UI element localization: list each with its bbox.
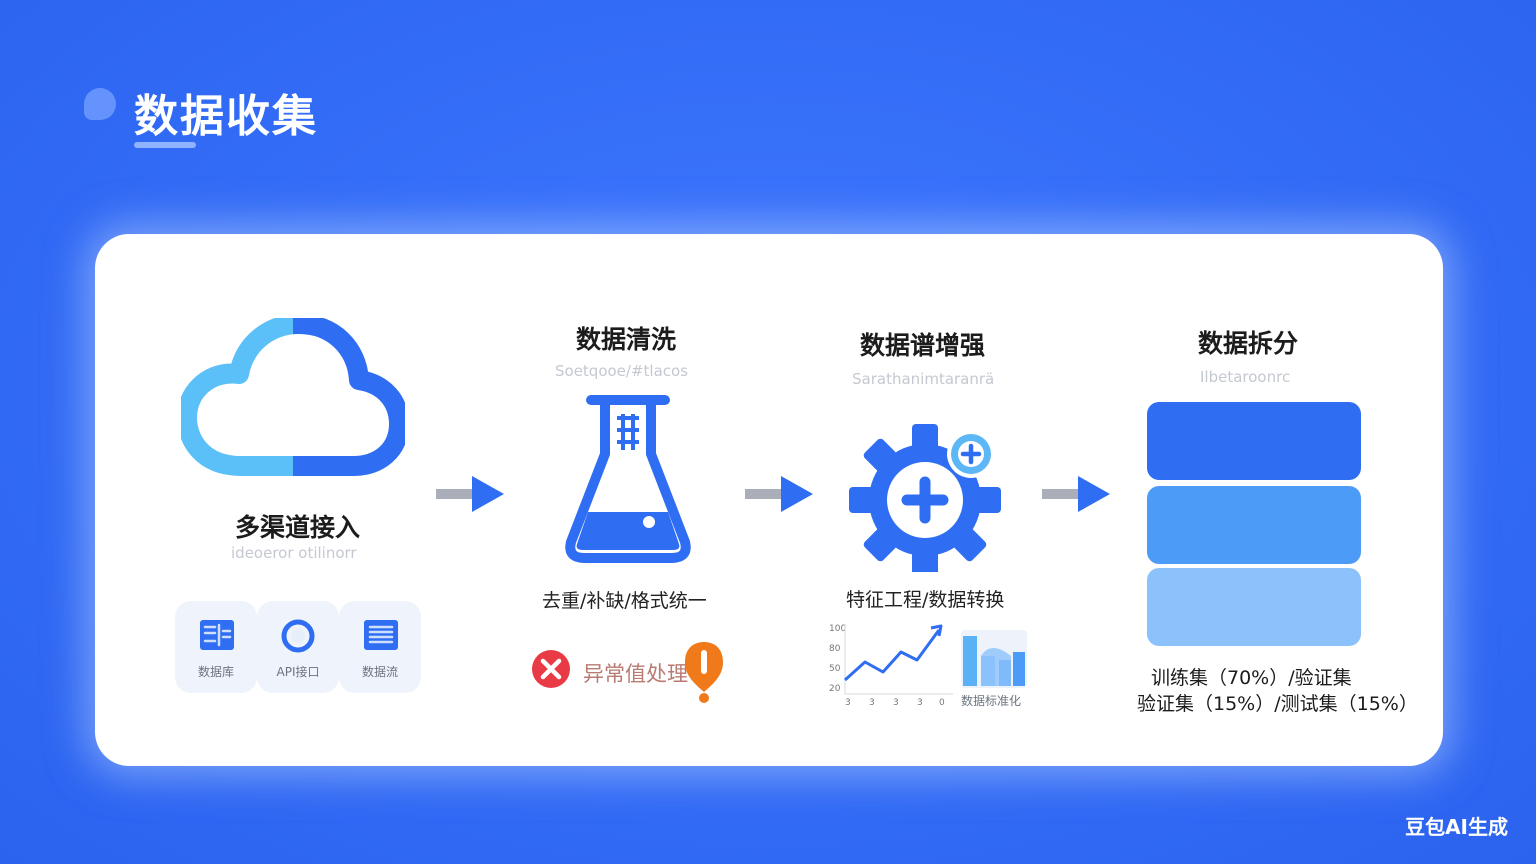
step-ingest-title: 多渠道接入 — [235, 513, 361, 542]
source-tile-database: 数据库 — [175, 601, 257, 693]
source-tile-label: 数据流 — [361, 665, 398, 679]
x-tick-label: 0 — [939, 698, 945, 708]
x-tick-label: 3 — [893, 698, 899, 708]
pipeline-card: 多渠道接入 ideoeror otilinorr 数据库 API接口 数据流 数… — [95, 234, 1443, 766]
watermark: 豆包AI生成 — [1405, 815, 1508, 839]
normalize-chart-icon — [961, 630, 1027, 688]
step-ingest-subtitle: ideoeror otilinorr — [231, 544, 357, 562]
title-underline — [134, 142, 196, 148]
split-segment-validation — [1147, 486, 1361, 564]
x-tick-label: 3 — [917, 698, 923, 708]
source-tile-stream: 数据流 — [339, 601, 421, 693]
flask-icon — [565, 395, 691, 563]
anomaly-label: 异常值处理 — [583, 662, 688, 686]
api-icon — [281, 619, 315, 653]
step-clean-subtitle: Soetqooe/#tlacos — [555, 362, 689, 380]
database-icon — [200, 620, 234, 650]
source-tile-label: 数据库 — [197, 665, 234, 679]
page-title: 数据收集 — [134, 91, 318, 142]
x-tick-label: 3 — [869, 698, 875, 708]
y-tick-label: 50 — [829, 664, 841, 674]
document-icon — [364, 620, 398, 650]
flow-arrow-icon — [745, 476, 813, 512]
title-bullet-icon — [84, 88, 116, 120]
x-tick-label: 3 — [845, 698, 851, 708]
step-clean-description: 去重/补缺/格式统一 — [542, 590, 707, 612]
step-split-subtitle: Ilbetaroonrc — [1200, 368, 1291, 386]
flow-arrow-icon — [1042, 476, 1110, 512]
step-enhance-description: 特征工程/数据转换 — [846, 589, 1005, 611]
feature-line-chart: 100 80 50 20 3 3 3 3 0 — [825, 622, 955, 708]
cloud-icon — [181, 318, 405, 476]
step-split-title: 数据拆分 — [1198, 329, 1299, 358]
split-label-line1: 训练集（70%）/验证集 — [1151, 667, 1352, 689]
step-enhance-title: 数据谱增强 — [860, 331, 986, 360]
split-segment-train — [1147, 402, 1361, 480]
warning-icon — [685, 642, 723, 703]
step-clean-title: 数据清洗 — [576, 325, 677, 354]
y-tick-label: 80 — [829, 644, 841, 654]
flow-arrow-icon — [436, 476, 504, 512]
split-label-line2: 验证集（15%）/测试集（15%） — [1137, 693, 1418, 715]
source-tile-api: API接口 — [257, 601, 339, 693]
source-tile-label: API接口 — [276, 665, 320, 679]
y-tick-label: 20 — [829, 684, 841, 694]
y-tick-label: 100 — [829, 624, 847, 634]
error-icon — [532, 650, 570, 688]
step-enhance-subtitle: Sarathanimtaranrä — [852, 370, 995, 388]
trend-line-icon — [843, 624, 953, 695]
split-segment-test — [1147, 568, 1361, 646]
split-stack — [1147, 402, 1361, 646]
gear-plus-icon — [849, 424, 1001, 572]
normalize-label: 数据标准化 — [961, 694, 1022, 708]
